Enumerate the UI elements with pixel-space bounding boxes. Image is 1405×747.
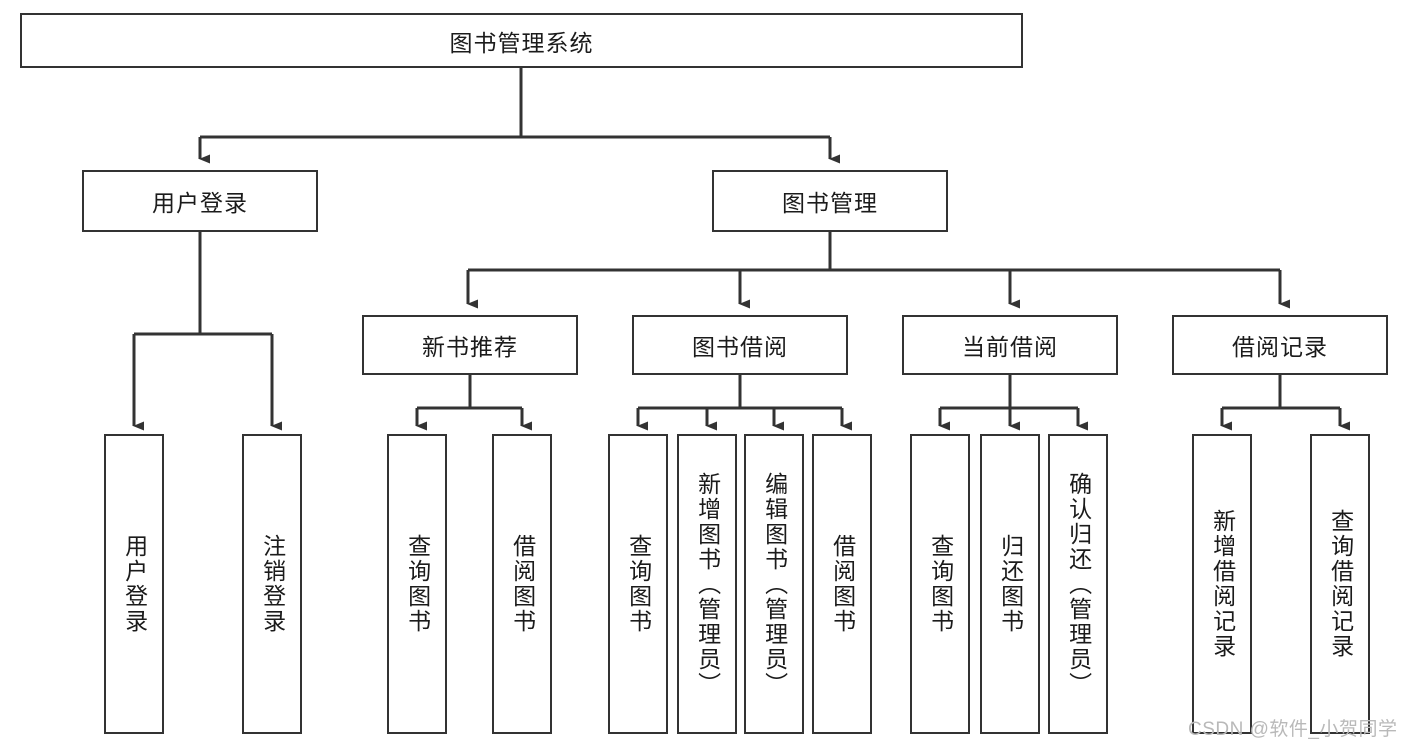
node-label: 查询图书: [625, 534, 652, 634]
node-label: 借阅图书: [829, 534, 856, 634]
leaf-new-book-query-book[interactable]: 查询图书: [387, 434, 447, 734]
node-label: 新增图书（管理员）: [694, 471, 721, 697]
node-label: 注销登录: [259, 534, 286, 634]
csdn-watermark: CSDN @软件_小贺同学: [1188, 719, 1398, 740]
leaf-borrow-record-query-record[interactable]: 查询借阅记录: [1310, 434, 1370, 734]
leaf-user-login-login[interactable]: 用户登录: [104, 434, 164, 734]
node-user-login[interactable]: 用户登录: [82, 170, 318, 232]
node-label: 图书管理: [782, 190, 878, 216]
node-label: 图书管理系统: [449, 29, 594, 56]
node-new-book-recommend[interactable]: 新书推荐: [362, 315, 578, 375]
leaf-borrow-record-add-record[interactable]: 新增借阅记录: [1192, 434, 1252, 734]
node-label: 新书推荐: [422, 334, 518, 360]
node-label: 确认归还（管理员）: [1065, 471, 1092, 697]
leaf-current-borrow-return-book[interactable]: 归还图书: [980, 434, 1040, 734]
node-root-book-management-system[interactable]: 图书管理系统: [20, 13, 1023, 68]
leaf-book-borrow-borrow-book[interactable]: 借阅图书: [812, 434, 872, 734]
node-label: 图书借阅: [692, 334, 788, 360]
node-label: 用户登录: [121, 534, 148, 634]
node-label: 用户登录: [152, 190, 248, 216]
leaf-book-borrow-query-book[interactable]: 查询图书: [608, 434, 668, 734]
leaf-book-borrow-edit-book-admin[interactable]: 编辑图书（管理员）: [744, 434, 804, 734]
node-label: 查询借阅记录: [1327, 509, 1354, 659]
leaf-new-book-borrow-book[interactable]: 借阅图书: [492, 434, 552, 734]
node-label: 借阅图书: [509, 534, 536, 634]
node-borrow-record[interactable]: 借阅记录: [1172, 315, 1388, 375]
node-current-borrow[interactable]: 当前借阅: [902, 315, 1118, 375]
node-label: 查询图书: [404, 534, 431, 634]
leaf-user-login-logout[interactable]: 注销登录: [242, 434, 302, 734]
node-book-borrow[interactable]: 图书借阅: [632, 315, 848, 375]
leaf-current-borrow-confirm-return-admin[interactable]: 确认归还（管理员）: [1048, 434, 1108, 734]
node-label: 借阅记录: [1232, 334, 1328, 360]
node-label: 查询图书: [927, 534, 954, 634]
node-label: 归还图书: [997, 534, 1024, 634]
leaf-book-borrow-add-book-admin[interactable]: 新增图书（管理员）: [677, 434, 737, 734]
node-label: 新增借阅记录: [1209, 509, 1236, 659]
node-label: 当前借阅: [962, 334, 1058, 360]
node-book-management[interactable]: 图书管理: [712, 170, 948, 232]
node-label: 编辑图书（管理员）: [761, 471, 788, 697]
leaf-current-borrow-query-book[interactable]: 查询图书: [910, 434, 970, 734]
